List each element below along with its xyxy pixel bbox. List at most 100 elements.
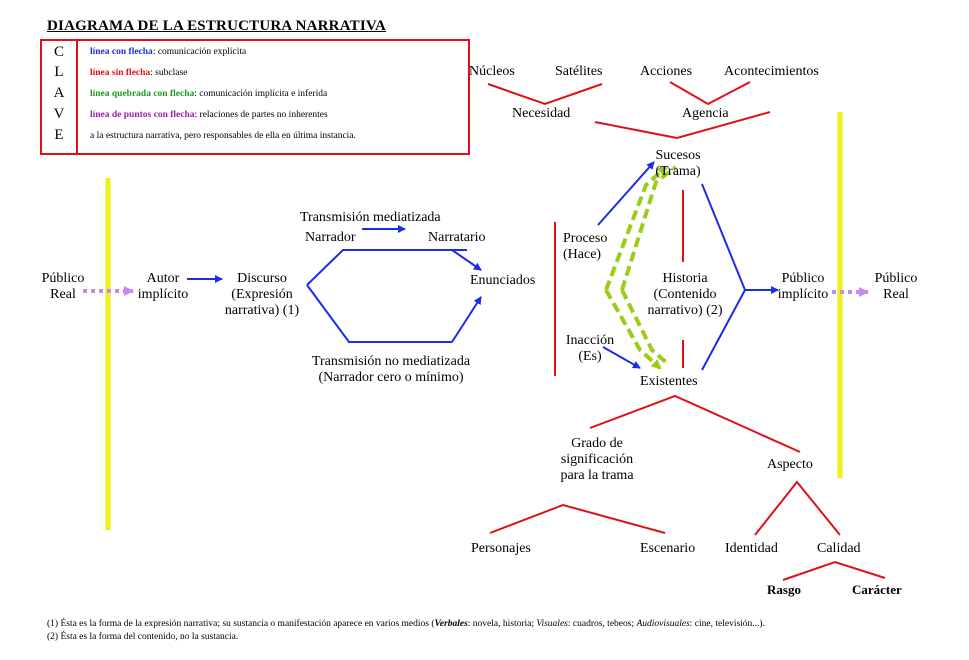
non-mediated-path xyxy=(306,284,452,343)
subclass-lines xyxy=(487,81,886,581)
node-nucleos: Núcleos xyxy=(469,64,515,79)
footnote-text: (1) Ésta es la forma de la expresión nar… xyxy=(47,619,435,629)
key-letter: C xyxy=(53,44,64,60)
key-entry-subclass: línea sin flecha: subclase xyxy=(90,67,187,79)
implicit-arrow-to-sucesos xyxy=(604,165,668,291)
node-proceso: Proceso (Hace) xyxy=(563,231,607,263)
external-audience-arrows xyxy=(83,286,869,297)
key-entry-explicit: línea con flecha: comunicación explícita xyxy=(90,46,246,58)
node-grado-significacion: Grado de significación para la trama xyxy=(545,436,649,484)
key-letter: V xyxy=(53,106,65,122)
footnote-term: Visuales xyxy=(536,619,568,629)
key-legend: C L A V E línea con flecha: comunicación… xyxy=(40,39,470,155)
node-historia: Historia (Contenido narrativo) (2) xyxy=(635,271,735,319)
communication-arrows xyxy=(187,161,779,371)
node-line: Real xyxy=(50,287,76,302)
node-publico-real-left: Público Real xyxy=(38,271,88,303)
key-label: línea con flecha xyxy=(90,47,153,57)
node-line: Discurso xyxy=(237,271,287,286)
key-entry-implicit: línea quebrada con flecha: comunicación … xyxy=(90,88,327,100)
node-acciones: Acciones xyxy=(640,64,693,79)
node-line: Proceso xyxy=(563,231,608,246)
key-letter: E xyxy=(54,127,64,143)
key-desc: : comunicación implícita e inferida xyxy=(194,89,328,99)
node-line: Grado de xyxy=(571,436,623,451)
node-line: Público xyxy=(874,271,918,286)
node-line: implícito xyxy=(777,287,829,302)
node-line: Público xyxy=(41,271,85,286)
node-line: narrativa) (1) xyxy=(224,303,300,318)
implicit-line-center xyxy=(620,165,678,291)
key-entry-continuation: a la estructura narrativa, pero responsa… xyxy=(90,130,356,142)
node-inaccion: Inacción (Es) xyxy=(560,333,620,365)
node-line: (Contenido xyxy=(653,287,717,302)
node-line: (Trama) xyxy=(655,164,701,179)
node-satelites: Satélites xyxy=(555,64,603,79)
footnote-text: : cuadros, tebeos; xyxy=(567,619,637,629)
key-label: línea de puntos con flecha xyxy=(90,110,195,120)
node-line: (Hace) xyxy=(563,247,602,262)
mediated-path xyxy=(306,249,467,286)
existentes-branch xyxy=(589,394,801,453)
key-desc: : subclase xyxy=(150,68,188,78)
node-line: Autor xyxy=(146,271,180,286)
node-aspecto: Aspecto xyxy=(767,457,813,472)
node-existentes: Existentes xyxy=(640,374,698,389)
node-line: para la trama xyxy=(560,468,634,483)
node-transmision-no-mediatizada: Transmisión no mediatizada (Narrador cer… xyxy=(296,354,486,386)
node-sucesos: Sucesos (Trama) xyxy=(640,148,716,180)
footnote-term: Audiovisuales xyxy=(636,619,690,629)
node-line: implícito xyxy=(137,287,189,302)
existentes-to-junction xyxy=(701,289,746,371)
node-line: Público xyxy=(781,271,825,286)
key-separator xyxy=(76,41,78,153)
rasgo-caracter-link xyxy=(782,560,886,581)
node-autor-implicito: Autor implícito xyxy=(130,271,196,303)
inaccion-to-existentes-arrow xyxy=(602,346,641,369)
personajes-escenario-link xyxy=(489,503,666,534)
node-transmision-mediatizada: Transmisión mediatizada xyxy=(300,210,441,225)
necesidad-agencia-link xyxy=(594,111,771,140)
implicit-arrows xyxy=(604,165,678,370)
node-personajes: Personajes xyxy=(471,541,531,556)
diagram-title: DIAGRAMA DE LA ESTRUCTURA NARRATIVA xyxy=(47,18,386,34)
mediated-to-enunciados-arrow xyxy=(451,249,482,271)
node-line: Real xyxy=(883,287,909,302)
node-line: Sucesos xyxy=(655,148,701,163)
node-line: significación xyxy=(560,452,634,467)
implicit-line-center-lower xyxy=(620,289,670,366)
node-line: narrativo) (2) xyxy=(647,303,723,318)
node-line: (Narrador cero o mínimo) xyxy=(318,370,464,385)
node-line: (Expresión xyxy=(231,287,293,302)
node-caracter: Carácter xyxy=(852,582,902,597)
key-desc: : comunicación explícita xyxy=(152,47,247,57)
node-identidad: Identidad xyxy=(725,541,778,556)
node-line: Historia xyxy=(662,271,708,286)
node-discurso: Discurso (Expresión narrativa) (1) xyxy=(212,271,312,319)
node-calidad: Calidad xyxy=(817,541,861,556)
node-escenario: Escenario xyxy=(640,541,696,556)
key-desc: : relaciones de partes no inherentes xyxy=(194,110,328,120)
footnote-1: (1) Ésta es la forma de la expresión nar… xyxy=(47,618,765,630)
node-narratario: Narratario xyxy=(428,230,486,245)
proceso-to-sucesos-arrow xyxy=(597,161,655,226)
key-label: línea quebrada con flecha xyxy=(90,89,195,99)
key-desc: a la estructura narrativa, pero responsa… xyxy=(90,131,356,141)
footnote-text: : cine, televisión...). xyxy=(689,619,765,629)
key-label: línea sin flecha xyxy=(90,68,151,78)
node-agencia: Agencia xyxy=(682,106,729,121)
node-publico-real-right: Público Real xyxy=(868,271,924,303)
footnote-2: (2) Ésta es la forma del contenido, no l… xyxy=(47,632,239,642)
node-publico-implicito: Público implícito xyxy=(768,271,838,303)
footnote-text: : novela, historia; xyxy=(467,619,537,629)
nucleos-satelites-link xyxy=(487,83,603,106)
identidad-calidad-link xyxy=(754,480,841,536)
implicit-arrow-to-existentes xyxy=(604,289,662,370)
node-narrador: Narrador xyxy=(305,230,356,245)
node-rasgo: Rasgo xyxy=(767,582,801,597)
node-acontecimientos: Acontecimientos xyxy=(724,64,819,79)
sucesos-to-junction xyxy=(701,183,746,291)
key-entry-parts: línea de puntos con flecha: relaciones d… xyxy=(90,109,328,121)
node-enunciados: Enunciados xyxy=(470,273,536,288)
